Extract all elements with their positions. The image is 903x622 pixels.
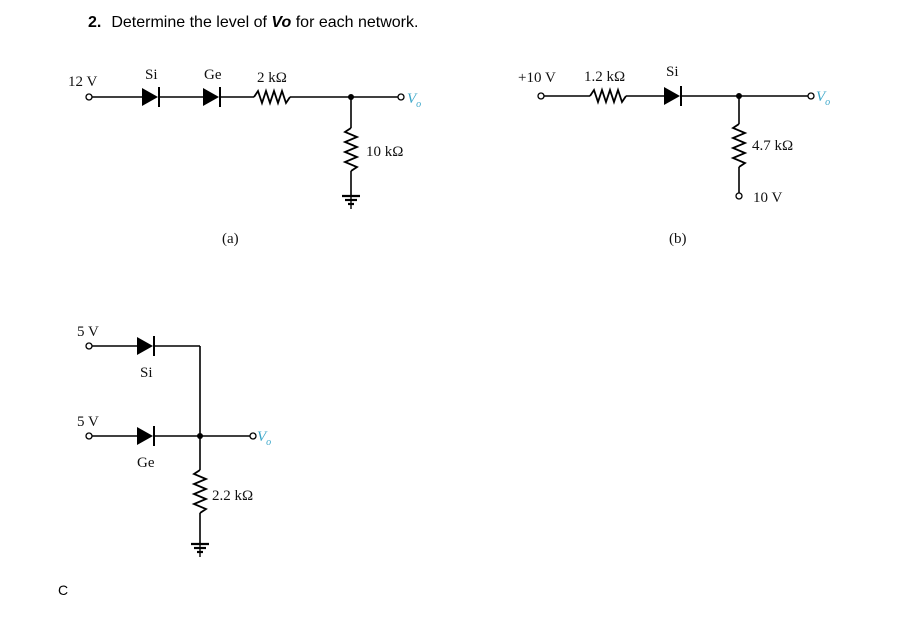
circuit-b-series-resistor-icon — [589, 87, 627, 105]
circuit-a-source-terminal — [85, 93, 93, 101]
circuit-a-diode1-label: Si — [145, 67, 158, 83]
circuit-a-series-resistor-icon — [253, 88, 291, 106]
circuit-a-source-label: 12 V — [68, 74, 97, 90]
circuit-c-bottom-source-label: 5 V — [77, 414, 99, 430]
circuit-b-bottom-source-label: 10 V — [753, 190, 782, 206]
circuit-a-ge-diode-icon — [203, 87, 221, 107]
circuit-c-ground-icon — [191, 542, 209, 557]
circuit-c-resistor-icon — [191, 469, 209, 514]
question-number: 2. — [88, 14, 102, 31]
circuit-b-caption: (b) — [669, 231, 687, 247]
circuit-c-top-diode-label: Si — [140, 365, 153, 381]
circuit-b-output-terminal — [807, 92, 815, 100]
circuit-c-bottom-source-terminal — [85, 432, 93, 440]
circuit-b-source-terminal — [537, 92, 545, 100]
circuit-c-output-label: Vo — [257, 429, 271, 448]
circuit-c: 5 V Si 5 V Ge Vo 2.2 kΩ — [77, 324, 271, 557]
circuit-b-diode-label: Si — [666, 64, 679, 80]
circuit-b-bottom-terminal — [735, 192, 743, 200]
circuit-c-output-terminal — [249, 432, 257, 440]
circuit-a-shunt-resistor-label: 10 kΩ — [366, 144, 403, 160]
circuit-b-output-label: Vo — [816, 89, 830, 108]
circuit-a-series-resistor-label: 2 kΩ — [257, 70, 287, 86]
circuit-a-shunt-resistor-icon — [342, 127, 360, 172]
circuit-b: +10 V 1.2 kΩ Si Vo 4.7 kΩ 10 V (b) — [518, 64, 830, 247]
circuit-c-si-diode-icon — [137, 336, 155, 356]
corner-label: C — [58, 582, 69, 598]
question-text-before: Determine the level of — [111, 14, 272, 31]
circuit-c-bottom-diode-label: Ge — [137, 455, 155, 471]
circuit-a: 12 V Si Ge 2 kΩ Vo 10 kΩ — [68, 67, 421, 247]
circuit-b-si-diode-icon — [664, 86, 682, 106]
circuit-b-shunt-resistor-icon — [730, 123, 748, 168]
circuit-b-source-label: +10 V — [518, 70, 556, 86]
circuit-b-shunt-resistor-label: 4.7 kΩ — [752, 138, 793, 154]
circuit-c-top-source-label: 5 V — [77, 324, 99, 340]
circuit-c-top-source-terminal — [85, 342, 93, 350]
question-variable: Vo — [271, 14, 292, 31]
circuit-a-caption: (a) — [222, 231, 239, 247]
circuit-a-diode2-label: Ge — [204, 67, 222, 83]
circuit-c-ge-diode-icon — [137, 426, 155, 446]
circuit-c-resistor-label: 2.2 kΩ — [212, 488, 253, 504]
circuit-a-ground-icon — [342, 194, 360, 209]
circuit-a-output-label: Vo — [407, 91, 421, 110]
circuit-a-output-terminal — [397, 93, 405, 101]
circuit-b-series-resistor-label: 1.2 kΩ — [584, 69, 625, 85]
circuit-a-si-diode-icon — [142, 87, 160, 107]
question-text: 2. Determine the level of Vo for each net… — [88, 14, 418, 32]
question-text-after: for each network. — [291, 14, 419, 31]
